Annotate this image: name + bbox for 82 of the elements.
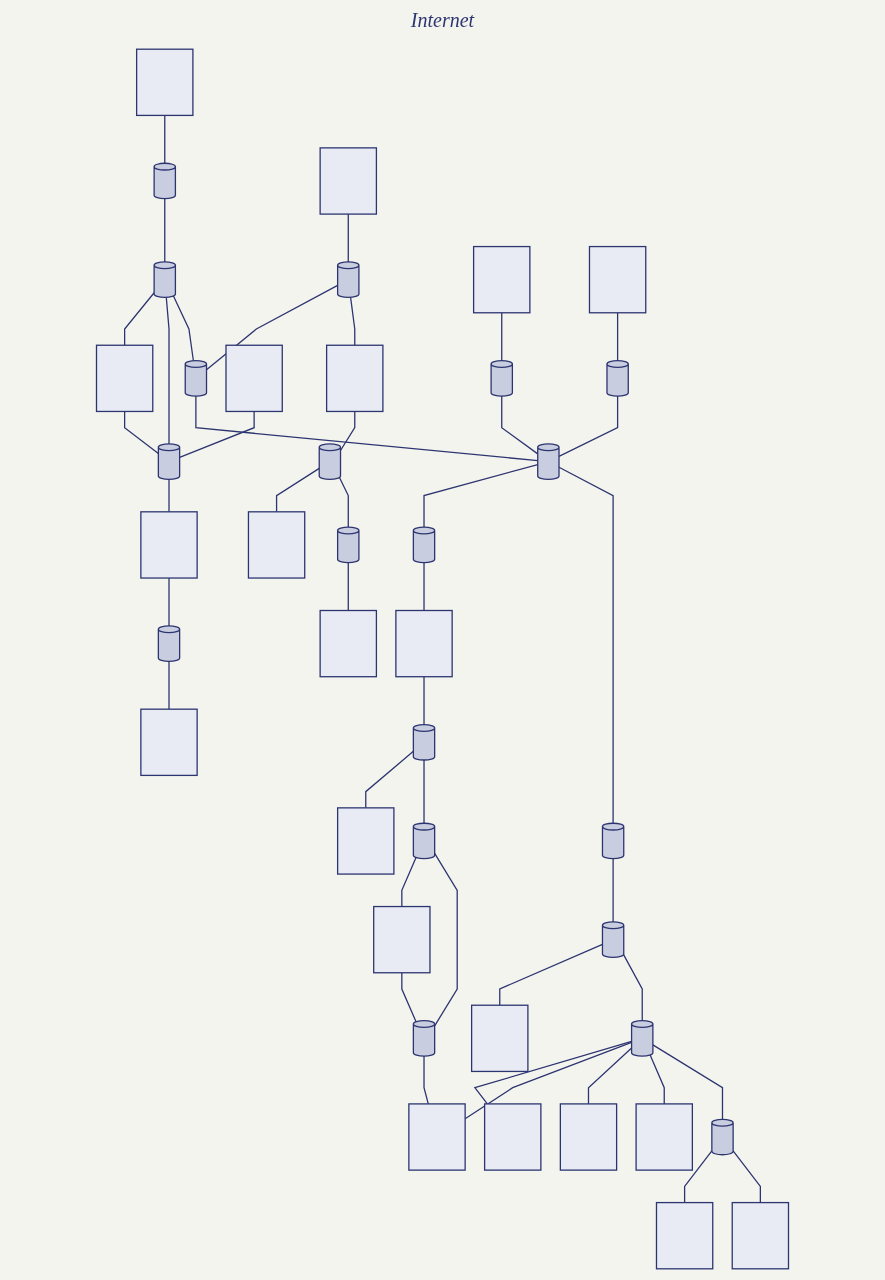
node-cylinder <box>153 261 177 299</box>
connector <box>558 395 619 458</box>
node-box <box>140 708 198 777</box>
node-box <box>247 511 306 579</box>
node-box <box>559 1103 618 1171</box>
node-cylinder <box>412 526 436 564</box>
node-box <box>472 245 531 314</box>
node-cylinder <box>537 443 560 480</box>
connector <box>195 395 539 462</box>
connector <box>365 750 414 809</box>
connector <box>164 198 166 263</box>
connector <box>401 972 417 1023</box>
connector <box>732 1150 761 1204</box>
node-box <box>731 1201 790 1270</box>
node-box <box>395 609 453 678</box>
node-box <box>326 344 384 413</box>
node-cylinder <box>337 526 360 564</box>
connector <box>339 410 356 452</box>
connector <box>558 466 614 824</box>
node-box <box>225 344 283 413</box>
connector <box>652 1044 724 1120</box>
connector <box>349 296 356 346</box>
connector <box>423 676 425 726</box>
node-cylinder <box>157 625 181 662</box>
connector <box>172 295 195 362</box>
node-cylinder <box>153 162 177 200</box>
node-box <box>588 245 647 314</box>
connector <box>622 953 643 1022</box>
node-cylinder <box>412 822 436 860</box>
node-cylinder <box>337 261 360 299</box>
node-cylinder <box>630 1019 654 1057</box>
node-cylinder <box>157 443 181 480</box>
node-box <box>471 1004 529 1073</box>
connector <box>434 852 458 1027</box>
connector <box>165 296 170 445</box>
connector <box>168 478 170 513</box>
node-box <box>337 807 395 875</box>
node-box <box>483 1103 542 1171</box>
node-cylinder <box>601 822 625 860</box>
node-box <box>95 344 154 413</box>
connector <box>683 1150 713 1204</box>
connector <box>423 562 425 612</box>
network-label: Internet <box>410 8 475 32</box>
connector <box>612 858 614 923</box>
node-cylinder <box>601 921 625 958</box>
connector <box>649 1054 665 1105</box>
node-cylinder <box>318 443 342 480</box>
node-cylinder <box>184 360 208 397</box>
node-cylinder <box>606 360 629 397</box>
connector <box>401 856 417 908</box>
node-box <box>136 48 194 117</box>
node-cylinder <box>412 723 436 761</box>
node-box <box>635 1103 693 1171</box>
connector <box>275 467 320 513</box>
connector <box>168 577 170 627</box>
node-box <box>319 609 378 678</box>
connector <box>124 292 155 346</box>
connector <box>338 476 349 528</box>
connector <box>179 410 255 459</box>
connector <box>501 312 503 362</box>
node-box <box>373 905 431 974</box>
connector <box>124 410 159 455</box>
connector <box>164 114 166 164</box>
connector <box>587 1047 633 1105</box>
node-box <box>655 1201 714 1270</box>
connector <box>423 463 539 528</box>
node-box <box>140 511 198 579</box>
connector <box>501 395 539 455</box>
connector <box>168 660 170 710</box>
connector <box>423 1055 429 1105</box>
node-box <box>319 147 378 215</box>
connector <box>473 1040 633 1105</box>
connector <box>499 943 604 1006</box>
connector <box>347 213 349 263</box>
node-cylinder <box>711 1118 734 1156</box>
connector <box>616 312 619 362</box>
node-cylinder <box>490 360 514 397</box>
connector <box>347 562 349 612</box>
connector <box>423 759 425 824</box>
connector <box>205 284 339 371</box>
node-box <box>408 1103 466 1171</box>
node-cylinder <box>412 1019 436 1057</box>
